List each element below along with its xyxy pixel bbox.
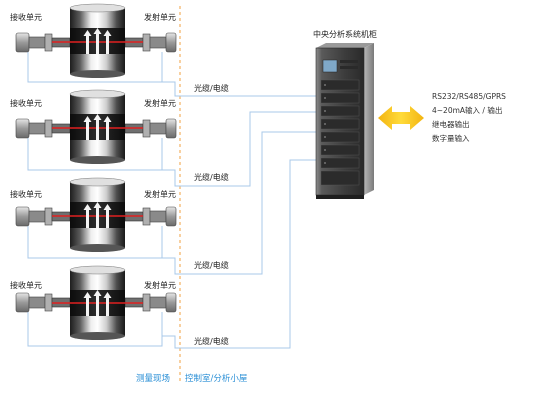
cable-label: 光缆/电缆 — [194, 172, 229, 182]
zone-label-field: 测量现场 — [136, 374, 170, 384]
cable-run-1 — [162, 81, 327, 97]
rack-modules — [320, 79, 360, 186]
output-line-2: 4~20mA输入 / 输出 — [432, 105, 502, 115]
analyzer-unit-2: 接收单元 发射单元 光缆/电缆 — [10, 89, 229, 182]
receiver-label: 接收单元 — [10, 98, 42, 108]
unit-cable-loop — [27, 312, 163, 347]
transmitter-label: 发射单元 — [144, 12, 176, 22]
analyzer-unit-4: 接收单元 发射单元 光缆/电缆 — [10, 265, 229, 347]
cable-run-4 — [162, 159, 318, 349]
output-line-4: 数字量输入 — [432, 133, 470, 143]
cabinet-display — [322, 59, 338, 73]
receiver-label: 接收单元 — [10, 280, 42, 290]
pipe-section — [52, 177, 143, 252]
analyzer-unit-1: 接收单元 发射单元 光缆/电缆 — [10, 3, 229, 93]
unit-cable-loop — [27, 52, 163, 83]
flow-arrows — [83, 290, 112, 316]
unit-cable-loop — [27, 138, 163, 171]
flow-arrows — [83, 28, 112, 54]
flow-arrows — [83, 114, 112, 140]
cable-run-2 — [162, 111, 318, 187]
output-line-1: RS232/RS485/GPRS — [432, 92, 506, 101]
receiver-label: 接收单元 — [10, 12, 42, 22]
transmitter-label: 发射单元 — [144, 280, 176, 290]
analyzer-unit-3: 接收单元 发射单元 光缆/电缆 — [10, 177, 229, 270]
pipe-section — [52, 3, 143, 78]
pipe-section — [52, 265, 143, 340]
analysis-cabinet — [315, 43, 374, 199]
receiver-label: 接收单元 — [10, 189, 42, 199]
cable-label: 光缆/电缆 — [194, 260, 229, 270]
bidirectional-arrow — [378, 106, 424, 130]
cable-run-3 — [162, 131, 318, 275]
transmitter-label: 发射单元 — [144, 98, 176, 108]
cable-runs — [162, 81, 327, 349]
cabinet-title: 中央分析系统机柜 — [313, 29, 377, 39]
transmitter-label: 发射单元 — [144, 189, 176, 199]
flow-arrows — [83, 202, 112, 228]
output-line-3: 继电器输出 — [432, 119, 470, 129]
cable-label: 光缆/电缆 — [194, 83, 229, 93]
pipe-section — [52, 89, 143, 164]
cable-label: 光缆/电缆 — [194, 336, 229, 346]
zone-label-control: 控制室/分析小屋 — [185, 373, 248, 384]
unit-cable-loop — [27, 226, 163, 259]
